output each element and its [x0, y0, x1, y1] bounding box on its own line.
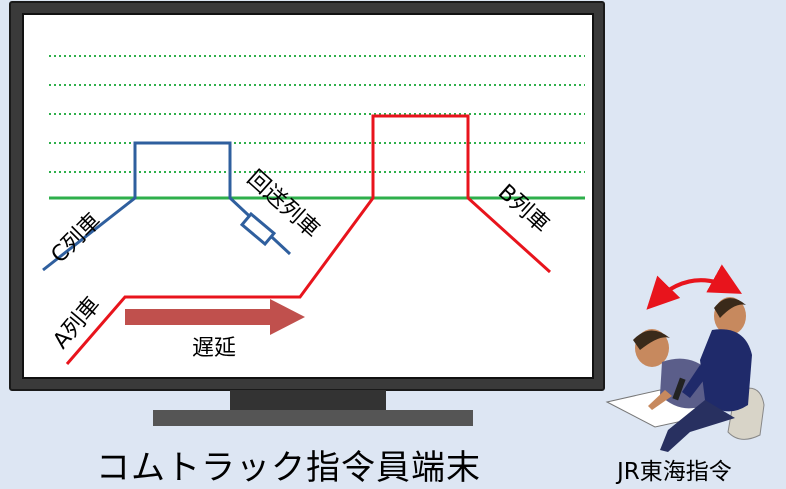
delay-label: 遅延: [192, 336, 236, 361]
right-person-hair: [714, 298, 746, 318]
monitor-screen: [22, 13, 594, 379]
train-a-line: [65, 114, 552, 365]
double-headed-arrow-icon: [646, 264, 742, 310]
left-person-arm: [648, 390, 672, 410]
right-person-legs: [660, 400, 735, 452]
monitor-neck: [230, 390, 386, 410]
right-person-body: [700, 329, 752, 412]
dotted-grid-lines: [49, 55, 585, 173]
right-person-arm: [682, 365, 710, 398]
delay-arrow-head: [270, 299, 305, 335]
monitor-icon: [9, 1, 605, 426]
deadhead-coupler-icon: [239, 211, 277, 247]
train-c-line: [42, 141, 292, 272]
left-person-hair: [633, 330, 670, 350]
terminal-caption: コムトラック指令員端末: [96, 448, 481, 488]
delay-arrow-icon: [125, 299, 305, 335]
handset: [672, 377, 686, 401]
operator-caption: JR東海指令: [617, 459, 732, 485]
monitor-stand: [153, 410, 473, 426]
two-people-icon: [605, 297, 765, 452]
delay-arrow-shaft: [125, 309, 271, 325]
